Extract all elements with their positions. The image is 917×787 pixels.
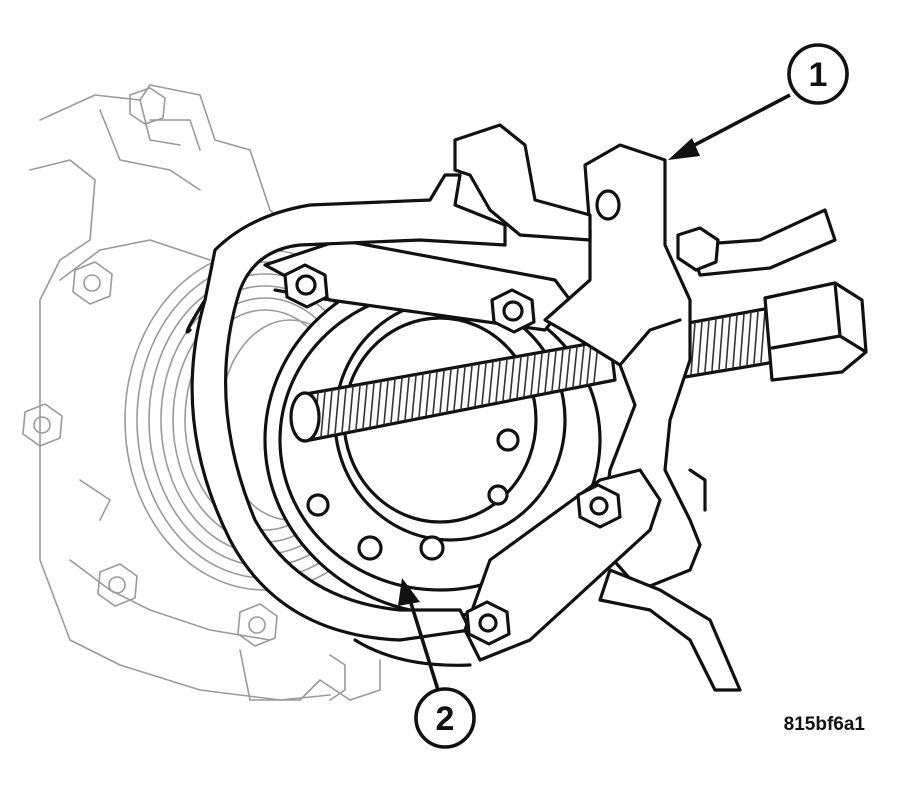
screw-thread bbox=[718, 316, 724, 371]
screw-thread bbox=[544, 351, 550, 393]
callout-2-leader bbox=[408, 599, 440, 691]
callout-1-arrowhead bbox=[668, 138, 700, 160]
screw-thread bbox=[348, 385, 354, 432]
screw-thread bbox=[481, 362, 487, 406]
screw-thread bbox=[753, 310, 759, 365]
callout-1-circle bbox=[787, 43, 849, 105]
callout-1: 1 bbox=[668, 43, 849, 160]
figure-id: 815bf6a1 bbox=[784, 714, 866, 735]
screw-thread bbox=[411, 374, 417, 420]
screw-thread bbox=[327, 389, 333, 437]
screw-thread bbox=[404, 376, 410, 421]
screw-thread bbox=[439, 369, 445, 414]
screw-thread bbox=[495, 359, 501, 403]
screw-thread bbox=[558, 348, 564, 391]
screw-thread bbox=[530, 353, 536, 396]
screw-thread bbox=[711, 318, 717, 372]
screw-thread bbox=[523, 354, 529, 398]
screw-thread bbox=[565, 347, 571, 389]
screw-thread bbox=[376, 381, 382, 427]
screw-thread bbox=[746, 311, 752, 366]
screw-thread bbox=[453, 367, 459, 411]
screw-thread bbox=[502, 358, 508, 402]
screw-thread bbox=[537, 352, 543, 395]
puller-ring bbox=[185, 173, 662, 667]
screw-thread bbox=[334, 388, 340, 435]
callout-1-label: 1 bbox=[809, 56, 828, 94]
screw-thread bbox=[690, 321, 696, 375]
screw-thread bbox=[390, 378, 396, 424]
screw-thread bbox=[739, 312, 745, 367]
screw-thread bbox=[355, 384, 361, 431]
callout-2-arrowhead bbox=[398, 578, 420, 606]
screw-thread bbox=[425, 372, 431, 417]
screw-thread bbox=[446, 368, 452, 413]
screw-thread bbox=[725, 315, 731, 369]
puller-yoke bbox=[453, 123, 837, 692]
callout-2-circle bbox=[414, 687, 476, 749]
screw-thread bbox=[320, 390, 326, 438]
screw-thread bbox=[460, 366, 466, 410]
screw-thread bbox=[341, 387, 347, 434]
screw-thread bbox=[362, 383, 368, 430]
screw-thread bbox=[383, 379, 389, 425]
screw-thread bbox=[551, 350, 557, 392]
screw-thread bbox=[488, 361, 494, 405]
screw-thread bbox=[397, 377, 403, 423]
screw-thread bbox=[418, 373, 424, 418]
screw-thread bbox=[732, 314, 738, 368]
screw-thread bbox=[369, 382, 375, 428]
screw-thread bbox=[586, 343, 592, 385]
screw-thread bbox=[579, 345, 585, 386]
callout-2-label: 2 bbox=[436, 700, 455, 738]
screw-thread bbox=[760, 309, 766, 363]
screw-thread bbox=[467, 364, 473, 409]
callout-1-leader bbox=[684, 93, 791, 152]
screw-thread bbox=[704, 319, 710, 373]
callout-2: 2 bbox=[398, 578, 476, 749]
screw-thread bbox=[697, 320, 703, 374]
screw-thread bbox=[509, 357, 515, 400]
screw-thread bbox=[432, 371, 438, 416]
screw-thread bbox=[516, 356, 522, 399]
screw-thread bbox=[572, 346, 578, 388]
screw-thread bbox=[474, 363, 480, 407]
